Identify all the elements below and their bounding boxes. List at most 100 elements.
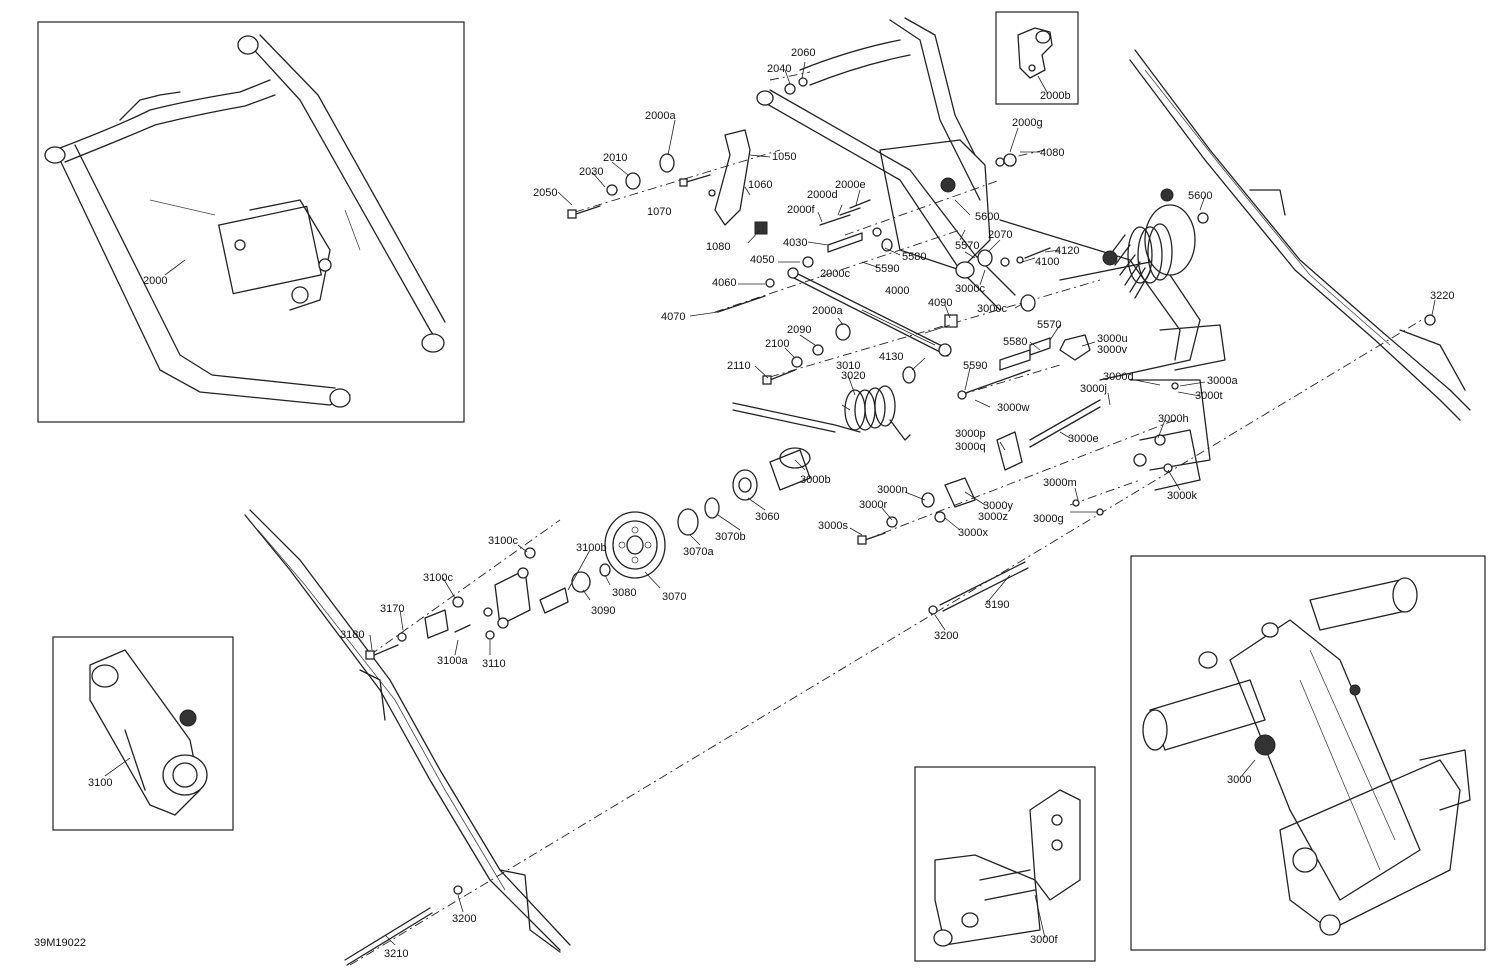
label-4080: 4080 <box>1040 147 1064 159</box>
label-3110: 3110 <box>482 658 506 670</box>
label-2000g: 2000g <box>1012 117 1043 129</box>
label-3000y: 3000y <box>983 500 1013 512</box>
spring-3010-3020 <box>732 385 911 441</box>
inset-3100-lever <box>52 636 234 831</box>
label-3000d: 3000d <box>1103 371 1134 383</box>
label-2110: 2110 <box>727 360 751 372</box>
sprocket-3070 <box>604 511 666 579</box>
label-4120: 4120 <box>1055 245 1079 257</box>
label-2000: 2000 <box>143 275 167 287</box>
inset-3000f-bracket <box>914 766 1096 962</box>
label-5600-b: 5600 <box>1188 190 1212 202</box>
label-4130: 4130 <box>879 351 903 363</box>
label-3000e: 3000e <box>1068 433 1099 445</box>
label-3000f: 3000f <box>1030 934 1058 946</box>
label-3080: 3080 <box>612 587 636 599</box>
inset-3000-cross-shaft <box>1130 555 1486 951</box>
label-3180: 3180 <box>340 629 364 641</box>
label-3100c-a: 3100c <box>488 535 518 547</box>
label-3000: 3000 <box>1227 774 1251 786</box>
label-3070: 3070 <box>662 591 686 603</box>
label-3060: 3060 <box>755 511 779 523</box>
label-3000w: 3000w <box>997 402 1029 414</box>
label-4050: 4050 <box>750 254 774 266</box>
label-3000h: 3000h <box>1158 413 1189 425</box>
label-2030: 2030 <box>579 166 603 178</box>
label-2060: 2060 <box>791 47 815 59</box>
label-2000b: 2000b <box>1040 90 1071 102</box>
part-labels: 2000 1050 1060 1070 1080 2000a 2010 2030… <box>34 47 1454 960</box>
label-3100b: 3100b <box>576 542 607 554</box>
label-3190: 3190 <box>985 599 1009 611</box>
label-2000d: 2000d <box>807 189 838 201</box>
inset-2000-front-arm <box>37 21 465 423</box>
label-2090: 2090 <box>787 324 811 336</box>
label-4100: 4100 <box>1035 256 1059 268</box>
label-3000k: 3000k <box>1167 490 1197 502</box>
label-1070: 1070 <box>647 206 671 218</box>
label-2000f: 2000f <box>787 204 815 216</box>
label-2070: 2070 <box>988 229 1012 241</box>
label-4000: 4000 <box>885 285 909 297</box>
label-1050: 1050 <box>772 151 796 163</box>
label-3090: 3090 <box>591 605 615 617</box>
label-2000a-mid: 2000a <box>812 305 843 317</box>
label-3070b: 3070b <box>715 531 746 543</box>
leader-lines <box>104 61 1436 946</box>
label-3000p: 3000p <box>955 428 986 440</box>
label-3220: 3220 <box>1430 290 1454 302</box>
label-3200-b: 3200 <box>452 913 476 925</box>
label-3100: 3100 <box>88 777 112 789</box>
label-5570-a: 5570 <box>955 240 979 252</box>
label-3000v: 3000v <box>1097 344 1127 356</box>
label-3070a: 3070a <box>683 546 714 558</box>
assembly-lines <box>349 71 1426 966</box>
label-1080: 1080 <box>706 241 730 253</box>
label-2000a-top: 2000a <box>645 110 676 122</box>
label-3000c-a: 3000c <box>955 283 985 295</box>
label-3200-a: 3200 <box>934 630 958 642</box>
label-3210: 3210 <box>384 948 408 960</box>
label-2050: 2050 <box>533 187 557 199</box>
label-3000r: 3000r <box>859 499 887 511</box>
label-2000e: 2000e <box>835 179 866 191</box>
label-5600-a: 5600 <box>975 211 999 223</box>
label-3000m: 3000m <box>1043 477 1077 489</box>
label-4060: 4060 <box>712 277 736 289</box>
rail-right <box>1129 49 1471 421</box>
label-3010: 3010 <box>836 360 860 372</box>
label-3000u: 3000u <box>1097 333 1128 345</box>
label-4090: 4090 <box>928 297 952 309</box>
label-3100c-b: 3100c <box>423 572 453 584</box>
label-3000t: 3000t <box>1195 390 1223 402</box>
label-4070: 4070 <box>661 311 685 323</box>
label-5580-a: 5580 <box>902 251 926 263</box>
label-3000z: 3000z <box>978 511 1008 523</box>
label-2010: 2010 <box>603 152 627 164</box>
label-2000c: 2000c <box>820 268 850 280</box>
label-3000a: 3000a <box>1207 375 1238 387</box>
label-3000b: 3000b <box>800 474 831 486</box>
label-3000s: 3000s <box>818 520 848 532</box>
label-5570-b: 5570 <box>1037 319 1061 331</box>
label-5580-b: 5580 <box>1003 336 1027 348</box>
label-3000x: 3000x <box>958 527 988 539</box>
rear-spring-5600 <box>1102 188 1196 299</box>
label-2040: 2040 <box>767 63 791 75</box>
label-1060: 1060 <box>748 179 772 191</box>
label-3000q: 3000q <box>955 441 986 453</box>
rail-left <box>244 509 571 953</box>
label-3000n: 3000n <box>877 484 908 496</box>
label-3000g: 3000g <box>1033 513 1064 525</box>
label-5590-b: 5590 <box>963 360 987 372</box>
label-5590-a: 5590 <box>875 263 899 275</box>
label-3000c-b: 3000c <box>977 303 1007 315</box>
label-3170: 3170 <box>380 603 404 615</box>
main-frame-assembly <box>756 17 1226 491</box>
label-3000j: 3000j <box>1080 383 1107 395</box>
label-3100a: 3100a <box>437 655 468 667</box>
small-parts <box>344 77 1436 966</box>
label-2100: 2100 <box>765 338 789 350</box>
drawing-number: 39M19022 <box>34 937 86 949</box>
